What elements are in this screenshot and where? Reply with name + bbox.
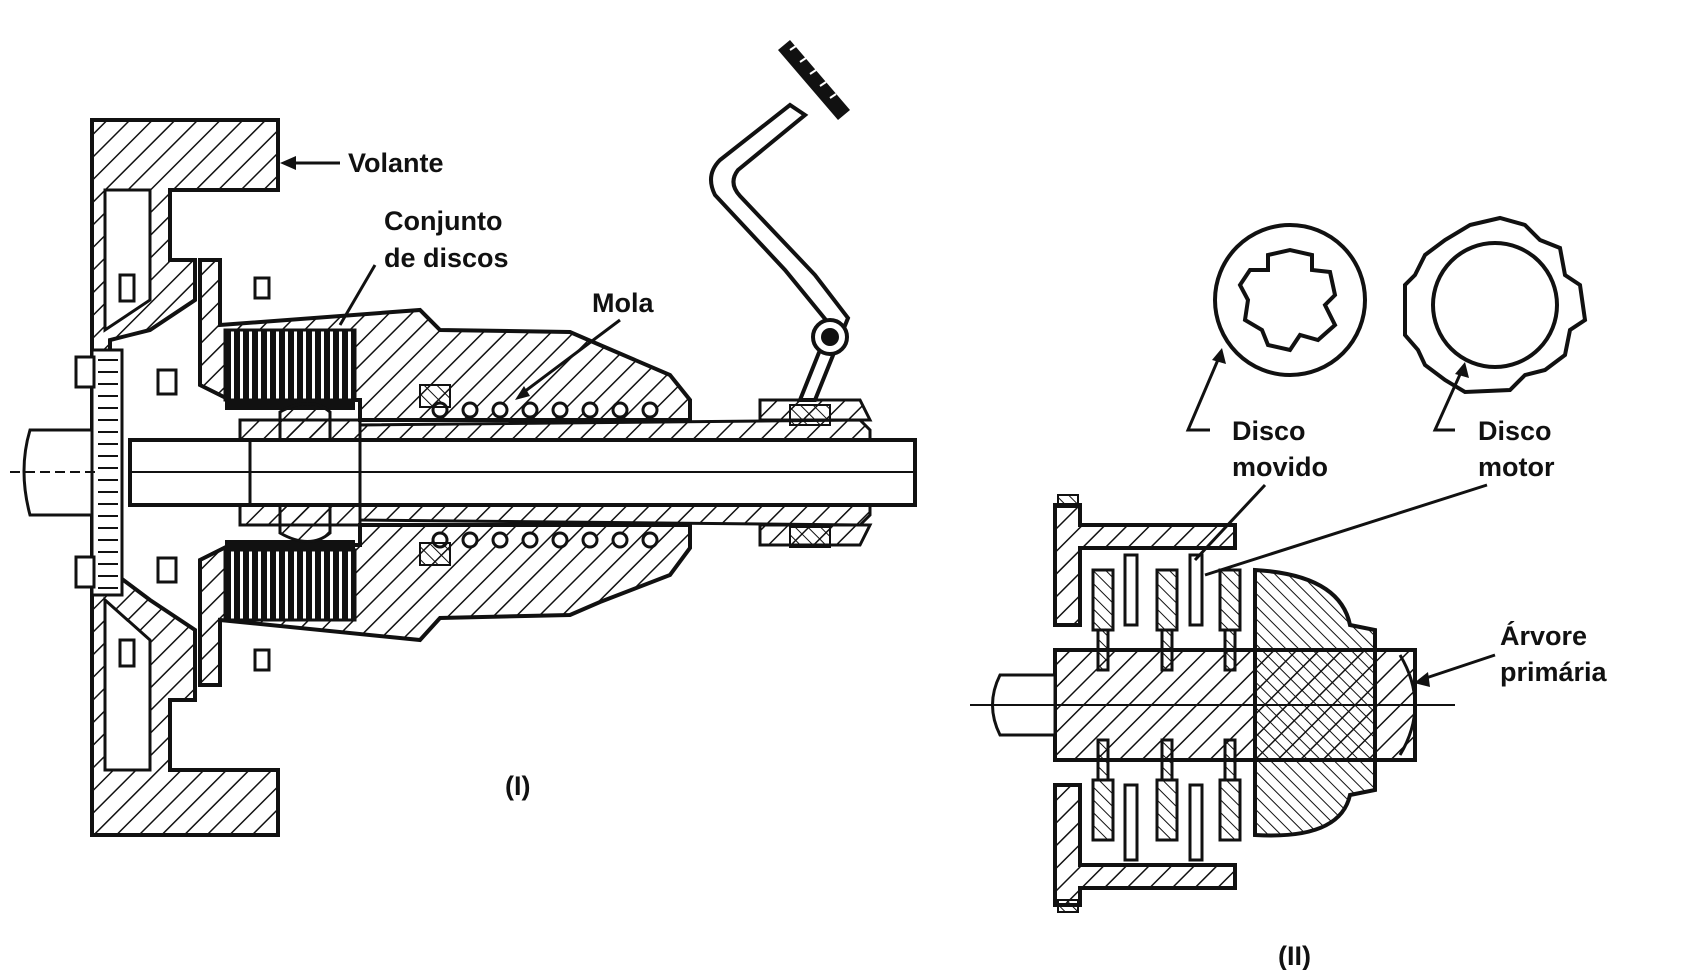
arrowhead-disco-movido	[1212, 348, 1226, 364]
spring-upper	[431, 401, 659, 419]
section-housing-upper	[1053, 503, 1237, 627]
leader-lines-I	[290, 161, 621, 397]
label-volante: Volante	[348, 148, 444, 178]
flywheel	[74, 118, 280, 837]
leader-lines-ring	[1185, 354, 1464, 432]
disco-motor-ring	[1403, 215, 1588, 395]
pedal-pad-grip	[789, 45, 837, 99]
pedal-pad	[778, 40, 850, 120]
section-plates-lower	[1091, 738, 1242, 862]
label-mola: Mola	[592, 288, 654, 318]
arrowhead-mola	[515, 386, 530, 400]
section-plates-upper	[1091, 553, 1242, 672]
housing-bolt-top	[1057, 494, 1079, 508]
arrowhead-volante	[280, 156, 296, 170]
collar-pad-lower	[789, 526, 831, 548]
clutch-pedal	[709, 40, 851, 402]
leader-lines-section	[1193, 483, 1496, 682]
label-conjunto-line2: de discos	[384, 243, 509, 273]
label-disco-motor-line1: Disco	[1478, 416, 1552, 446]
label-arvore-line1: Árvore	[1500, 620, 1587, 651]
pedal-pivot-pin	[821, 328, 839, 346]
caption-figure-II: (II)	[1278, 941, 1311, 970]
figure-I: Volante Conjunto de discos Mola (I)	[10, 40, 917, 837]
label-arvore-line2: primária	[1500, 657, 1608, 687]
disc-pack-upper	[223, 328, 357, 410]
label-disco-motor-line2: motor	[1478, 452, 1555, 482]
release-collar	[758, 398, 873, 547]
hub-tooth-marks	[98, 359, 118, 589]
pedal-arm	[709, 102, 851, 402]
collar-pad-upper	[789, 404, 831, 426]
arrowhead-arvore	[1414, 672, 1430, 687]
flywheel-hub-teeth	[90, 348, 124, 597]
section-housing-lower	[1053, 783, 1237, 907]
label-disco-movido-line2: movido	[1232, 452, 1328, 482]
arrowhead-disco-motor	[1455, 362, 1469, 378]
disco-movido-ring	[1213, 223, 1367, 377]
spring-seat-lower	[419, 542, 451, 566]
disc-pack-lower	[223, 540, 357, 622]
caption-figure-I: (I)	[505, 771, 530, 801]
figure-II: Disco movido Disco motor	[970, 215, 1608, 971]
label-conjunto-line1: Conjunto	[384, 206, 502, 236]
housing-bolt-bottom	[1057, 899, 1079, 913]
label-disco-movido-line1: Disco	[1232, 416, 1306, 446]
flywheel-bolts	[74, 273, 271, 672]
spring-lower	[431, 531, 659, 549]
flywheel-inner-face	[103, 188, 152, 772]
spring-seat-upper	[419, 384, 451, 408]
